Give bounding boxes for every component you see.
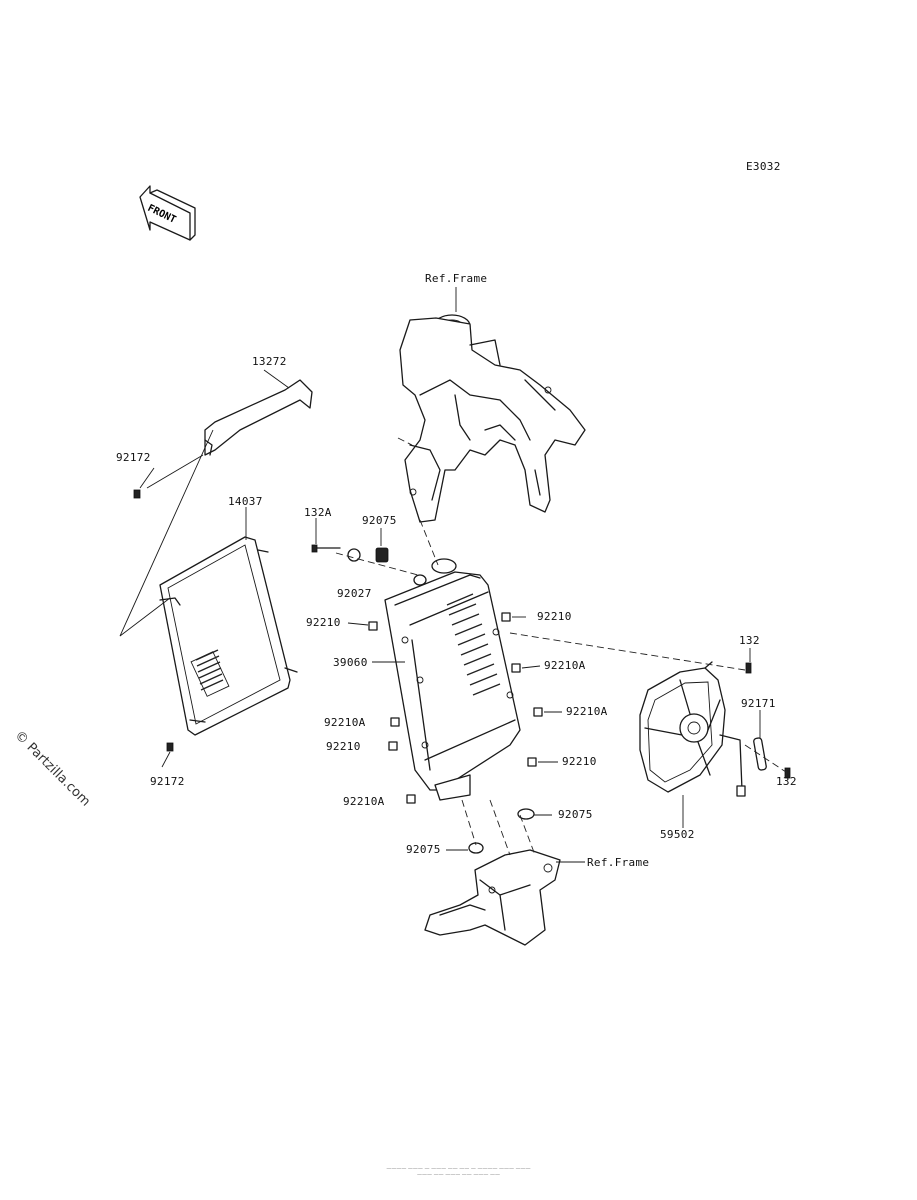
part-label-92075-top[interactable]: 92075 [362,514,397,527]
part-label-92075-right[interactable]: 92075 [558,808,593,821]
part-label-132-bottom[interactable]: 132 [776,775,797,788]
part-label-92027[interactable]: 92027 [337,587,372,600]
part-label-92171[interactable]: 92171 [741,697,776,710]
fasteners [133,489,791,854]
lower-frame-reference [424,849,561,946]
part-label-14037[interactable]: 14037 [228,495,263,508]
part-label-92172-top[interactable]: 92172 [116,451,151,464]
part-label-92172-bottom[interactable]: 92172 [150,775,185,788]
part-label-13272[interactable]: 13272 [252,355,287,368]
part-label-92210-left-1[interactable]: 92210 [306,616,341,629]
part-label-132-top[interactable]: 132 [739,634,760,647]
part-label-92210-left-2[interactable]: 92210 [326,740,361,753]
part-label-132A[interactable]: 132A [304,506,332,519]
footer-fine-print: ———— ——— — ——— —— —— — ———— ——— ——— ——— … [386,1166,531,1178]
part-label-92210A-bottom[interactable]: 92210A [343,795,385,808]
alignment-lines [119,429,787,856]
part-label-92210-right-1[interactable]: 92210 [537,610,572,623]
leader-lines [139,287,789,863]
upper-frame-reference [399,314,586,523]
part-label-39060[interactable]: 39060 [333,656,368,669]
part-label-ref-frame-top[interactable]: Ref.Frame [425,272,488,285]
part-label-ref-frame-bottom[interactable]: Ref.Frame [587,856,650,869]
part-label-59502[interactable]: 59502 [660,828,695,841]
radiator-core [384,558,521,801]
part-label-92210-right-2[interactable]: 92210 [562,755,597,768]
radiator-upper-shroud [204,379,313,456]
part-label-92210A-left[interactable]: 92210A [324,716,366,729]
radiator-screen-guard [159,536,298,736]
part-label-92210A-right-2[interactable]: 92210A [566,705,608,718]
part-label-92210A-right-1[interactable]: 92210A [544,659,586,672]
radiator-fan-assembly [639,661,746,797]
diagram-code: E3032 [746,160,781,173]
part-label-92075-bottom[interactable]: 92075 [406,843,441,856]
front-direction-arrow: FRONT [139,185,196,241]
